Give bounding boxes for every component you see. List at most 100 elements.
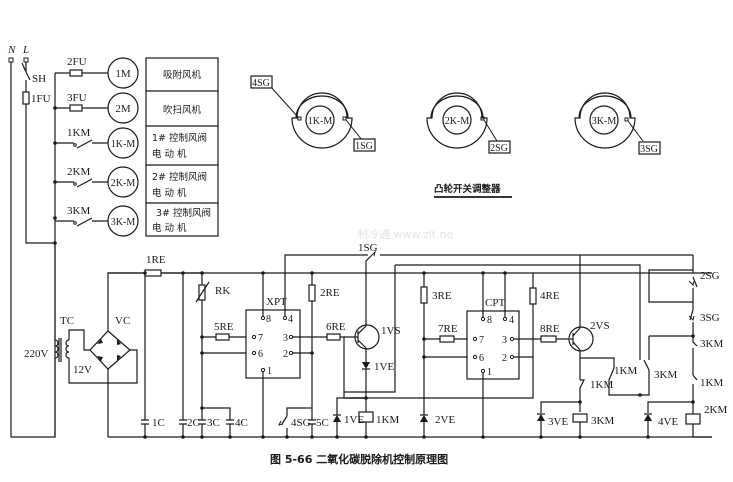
cam-motor-3k-m (589, 105, 619, 135)
motor-row-3: 1KM 1K-M (53, 127, 139, 159)
switch-label: 3SG (640, 144, 658, 155)
live-terminal (23, 57, 29, 63)
nc1km-a-label: 1KM (590, 379, 613, 391)
pin-label: 8 (266, 314, 271, 325)
nc1km-b-label: 1KM (700, 377, 723, 389)
coil3km-label: 3KM (591, 415, 614, 427)
desc-1m: 吸附风机 (163, 69, 202, 81)
sw1sg-label: 1SG (358, 242, 378, 254)
desc-2m: 吹扫风机 (163, 104, 202, 116)
control-rail (395, 264, 641, 360)
cam-ring (574, 92, 636, 149)
pin-label: 7 (258, 333, 263, 344)
switch-1sg: 1SG (350, 242, 602, 257)
c2-label: 2C (187, 417, 200, 429)
right-branch: 2SG 3SG 3KM 1KM 4VE 2KM (602, 254, 727, 439)
resistor-8re (540, 335, 557, 343)
secondary-voltage: 12V (73, 364, 92, 376)
switch-2sg-tag (488, 140, 511, 154)
switch-label: 1SG (355, 141, 373, 152)
cam-title: 凸轮开关调整器 (434, 183, 501, 195)
d3-label: 3VE (548, 416, 568, 428)
cpt-4re-branch: 4RE (350, 273, 560, 399)
contact-nc-1km-a (579, 379, 585, 437)
desc-3k-m-line1: 3# 控制风阀 (156, 207, 211, 219)
watermark: 制冷通 www.zlt.ne (357, 228, 454, 241)
live-wire-top (21, 62, 27, 73)
vc-label: VC (115, 315, 130, 327)
supply-terminals: N L (7, 44, 29, 63)
device-label: 3KM (67, 205, 90, 217)
device-label: 1KM (67, 127, 90, 139)
xpt-timing-branch: 2RE 5C 4SG (278, 271, 340, 439)
motor-2k-m (107, 166, 139, 198)
pin-label: 2 (502, 353, 507, 364)
rk-label: RK (215, 285, 230, 297)
figure-caption: 图 5-66 二氧化碳脱除机控制原理图 (270, 452, 448, 466)
pin-label: 4 (288, 314, 293, 325)
coil1km-label: 1KM (376, 414, 399, 426)
switch-4sg-tag (250, 75, 273, 89)
diode-4ve (644, 414, 652, 421)
cam-unit-3: 3K-M 3SG (574, 92, 661, 155)
thermistor-rk-branch: RK 5RE 3C 4C (195, 271, 252, 439)
transistor-1vs-stage: 6RE 1VS 1VE 1KM 1VE (293, 255, 401, 439)
switch-3sg-tag (638, 141, 661, 155)
pin-label: 4 (509, 315, 514, 326)
transformer-tc (54, 243, 138, 437)
primary-voltage: 220V (24, 348, 49, 360)
contact-no-3km (640, 336, 650, 396)
resistor-5re (215, 333, 230, 341)
d1-label: 1VE (374, 361, 394, 373)
desc-2k-m-line1: 2# 控制风阀 (152, 171, 207, 183)
neutral-wire (10, 62, 56, 438)
live-label: L (22, 44, 29, 56)
desc-3k-m-line2: 电 动 机 (152, 222, 187, 234)
motor-row-1: 2FU 1M (55, 56, 139, 89)
pin-label: 8 (487, 315, 492, 326)
diode-1ve (362, 362, 370, 369)
c3-label: 3C (207, 417, 220, 429)
fuse-2fu (69, 69, 83, 77)
control-rail-left (344, 265, 396, 393)
cpt-label: CPT (485, 297, 505, 309)
resistor-1re (144, 269, 162, 277)
resistor-2re (308, 284, 316, 302)
pin-label: 6 (258, 349, 263, 360)
timer-cpt: CPT 8 4 7 3 6 2 1 (466, 271, 520, 439)
r8-label: 8RE (540, 323, 560, 335)
pin-label: 3 (283, 333, 288, 344)
relay-coil-1km (358, 411, 374, 423)
pin-label: 6 (479, 353, 484, 364)
device-label: 3FU (67, 92, 87, 104)
diode-1ve-b (333, 415, 341, 422)
desc-1k-m-line1: 1# 控制风阀 (152, 132, 207, 144)
motor-1k-m (107, 127, 139, 159)
r7-label: 7RE (438, 323, 458, 335)
coil2km-label: 2KM (704, 404, 727, 416)
motor-2m (107, 92, 139, 124)
switch-label: 4SG (252, 78, 270, 89)
relay-coil-2km (685, 413, 701, 425)
cam-motor-2k-m (442, 105, 472, 135)
c5-label: 5C (316, 417, 329, 429)
c4-label: 4C (235, 417, 248, 429)
no1km-label: 1KM (614, 365, 637, 377)
neutral-label: N (7, 44, 16, 56)
cam-unit-2: 2K-M 2SG (426, 92, 511, 154)
xpt-label: XPT (266, 296, 287, 308)
r3-label: 3RE (432, 290, 452, 302)
t2-label: 2VS (590, 320, 610, 332)
cam-ring (426, 92, 488, 149)
device-label: 2FU (67, 56, 87, 68)
desc-2k-m-line2: 电 动 机 (152, 187, 187, 199)
resistor-4re (529, 287, 537, 305)
r2-label: 2RE (320, 287, 340, 299)
sh-switch[interactable] (25, 71, 31, 81)
motor-1m (107, 57, 139, 89)
sw2sg-label: 2SG (700, 270, 720, 282)
cam-ring (291, 92, 353, 149)
no3km-label: 3KM (654, 369, 677, 381)
fuse-3fu (69, 104, 83, 112)
